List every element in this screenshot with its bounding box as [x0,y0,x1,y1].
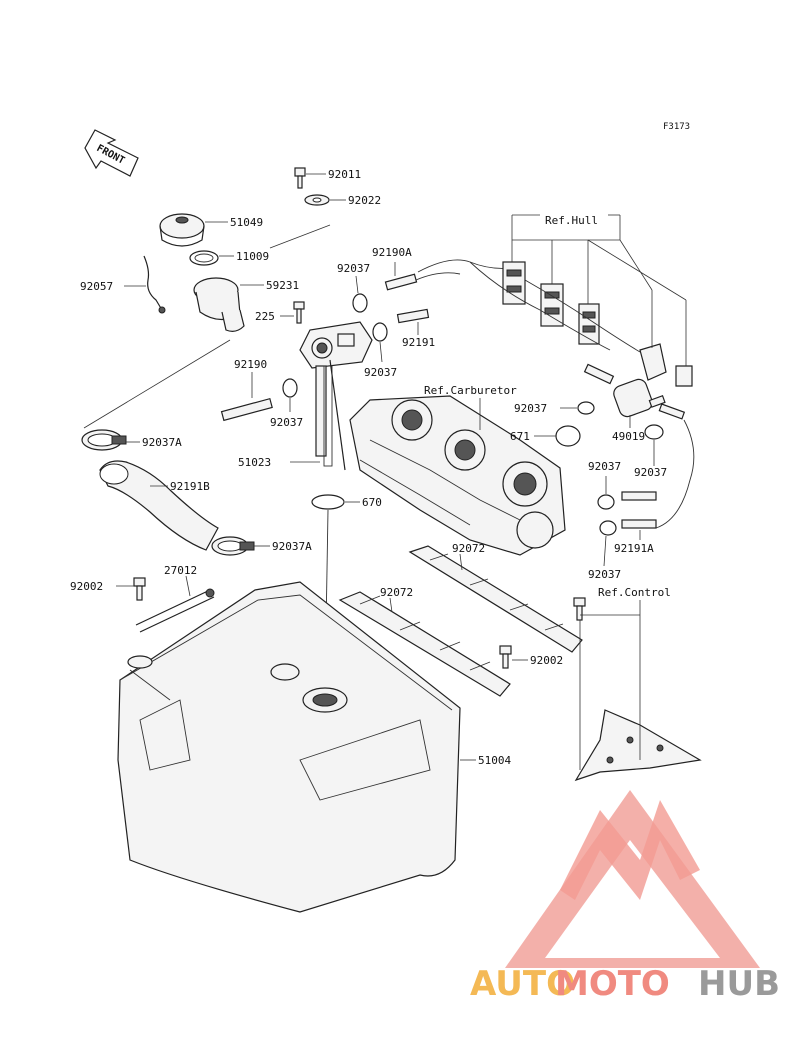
hose-92190A [384,262,418,291]
label-92002-b: 92002 [530,654,563,667]
label-49019: 49019 [612,430,645,443]
gasket-11009 [189,250,234,266]
label-ref-control: Ref.Control [598,586,671,599]
clamp-92037-d [560,401,595,415]
label-92037-b: 92037 [364,366,397,379]
label-92191A: 92191A [614,542,654,555]
pad-92072-a [408,545,583,653]
watermark-m-shape [560,800,700,900]
clamp-92037A-2 [211,536,270,556]
strap-92057 [124,255,166,314]
label-92190A: 92190A [372,246,412,259]
clamp-92037-b [372,322,388,363]
band-27012 [135,575,215,633]
hull-fittings [502,261,693,387]
watermark-moto: MOTO [555,964,670,1004]
label-51049: 51049 [230,216,263,229]
fuel-filter-49019 [613,378,666,428]
label-ref-hull: Ref.Hull [545,214,598,227]
label-92072-a: 92072 [452,542,485,555]
ref-hull-leaders [511,214,687,366]
label-92002-a: 92002 [70,580,103,593]
watermark-triangle-inner [545,840,720,958]
label-27012: 27012 [164,564,197,577]
o-ring-670 [311,494,360,510]
bolt-92011 [294,167,326,189]
watermark-text: AUTO MOTO HUB [470,964,780,1004]
o-ring-671 [534,425,581,447]
clamp-92037A-1 [81,429,140,451]
watermark-hub: HUB [698,964,780,1004]
clamp-92037-g [599,520,617,567]
label-92037-g: 92037 [588,568,621,581]
clamp-92037-f [597,476,615,510]
fuel-valve-51023 [290,321,373,471]
hose-92191 [396,308,430,335]
clamp-92037-a [352,293,368,313]
label-671: 671 [510,430,530,443]
carburetor-assembly [349,395,566,556]
bolt-92002-a [116,577,146,601]
label-92191B: 92191B [170,480,210,493]
label-92057: 92057 [80,280,113,293]
watermark-auto: AUTO [470,964,575,1004]
clamp-92037-e [644,424,664,466]
control-mount-plate [573,597,702,782]
front-arrow-icon: FRONT [84,129,139,177]
label-92191: 92191 [402,336,435,349]
label-59231: 59231 [266,279,299,292]
label-11009: 11009 [236,250,269,263]
hose-92191A [621,491,657,540]
label-92037-c: 92037 [270,416,303,429]
fuel-cap-51049 [159,213,228,247]
label-670: 670 [362,496,382,509]
label-92037-d: 92037 [514,402,547,415]
label-ref-carburetor: Ref.Carburetor [424,384,517,397]
watermark-logo [505,790,760,968]
label-51023: 51023 [238,456,271,469]
figure-code: F3173 [663,122,690,132]
label-92037A-2: 92037A [272,540,312,553]
label-92022: 92022 [348,194,381,207]
label-51004: 51004 [478,754,511,767]
label-92037-e: 92037 [634,466,667,479]
label-92037-a: 92037 [337,262,370,275]
label-92037-f: 92037 [588,460,621,473]
filler-neck-59231 [193,277,264,332]
label-92037A-1: 92037A [142,436,182,449]
bolt-92002-b [499,645,528,669]
washer-92022 [304,194,346,206]
pad-92072-b [338,591,511,697]
label-225: 225 [255,310,275,323]
label-92072-b: 92072 [380,586,413,599]
hose-92190 [220,372,273,422]
fuel-tank-51004 [117,581,476,913]
label-92011: 92011 [328,168,361,181]
label-92190: 92190 [234,358,267,371]
clamp-92037-c [282,378,298,412]
hose-92191B [99,460,219,551]
screw-225 [280,301,305,324]
